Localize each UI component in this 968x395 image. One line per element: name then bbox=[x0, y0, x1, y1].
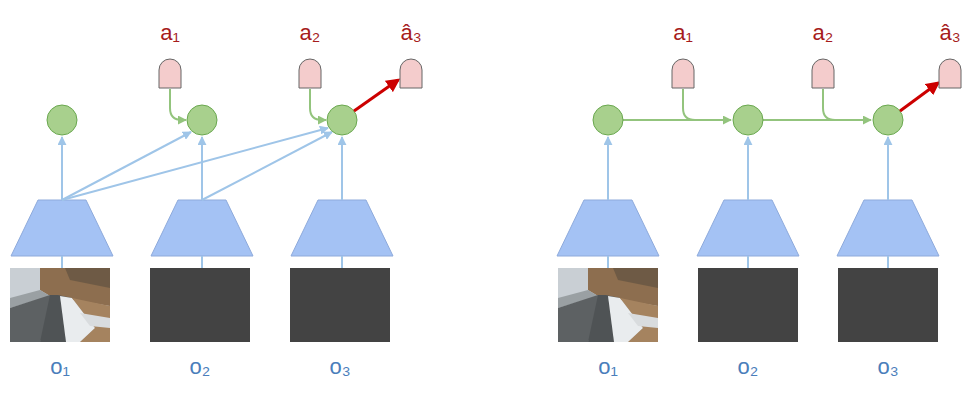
observation-label: o₂ bbox=[190, 356, 211, 378]
observation-frame: o₃ bbox=[838, 268, 938, 342]
action-label: a₂ bbox=[813, 22, 834, 44]
action-node: a₂ bbox=[811, 58, 835, 89]
observation-frame: o₂ bbox=[698, 268, 798, 342]
observation-label: o₂ bbox=[738, 356, 759, 378]
action-label: â₃ bbox=[939, 22, 960, 44]
action-shape bbox=[671, 58, 695, 89]
action-label: â₃ bbox=[400, 22, 421, 44]
action-shape bbox=[399, 58, 423, 89]
action-label: a₁ bbox=[160, 22, 180, 44]
action-node: â₃ bbox=[938, 58, 962, 89]
observation-frame: o₂ bbox=[150, 268, 250, 342]
action-shape bbox=[938, 58, 962, 89]
action-node: â₃ bbox=[399, 58, 423, 89]
observation-label: o₁ bbox=[50, 356, 70, 378]
action-node: a₂ bbox=[298, 58, 322, 89]
observation-frame: o₁ bbox=[10, 268, 110, 342]
action-label: a₁ bbox=[673, 22, 693, 44]
observation-frame: o₁ bbox=[558, 268, 658, 342]
action-node: a₁ bbox=[158, 58, 182, 89]
action-shape bbox=[811, 58, 835, 89]
action-label: a₂ bbox=[300, 22, 321, 44]
observation-label: o₃ bbox=[877, 356, 898, 378]
observation-label: o₃ bbox=[329, 356, 350, 378]
action-shape bbox=[158, 58, 182, 89]
observation-label: o₁ bbox=[598, 356, 618, 378]
observation-frame: o₃ bbox=[290, 268, 390, 342]
action-node: a₁ bbox=[671, 58, 695, 89]
action-shape bbox=[298, 58, 322, 89]
